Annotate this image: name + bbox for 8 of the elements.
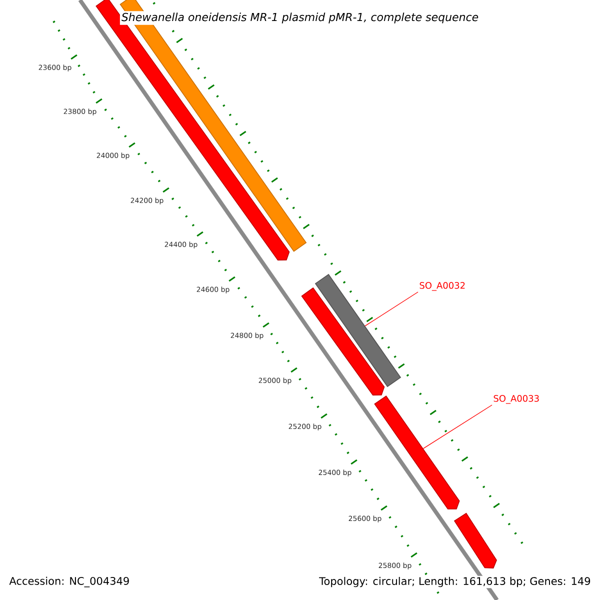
gene-segment: [454, 512, 497, 568]
accession-text: Accession: NC_004349: [8, 576, 131, 588]
leader-line: [364, 292, 418, 326]
gene-label: SO_A0033: [494, 395, 539, 404]
title: Shewanella oneidensis MR-1 plasmid pMR-1, complete sequence: [120, 11, 480, 25]
gene-label: SO_A0032: [420, 282, 465, 291]
summary-text: Topology: circular; Length: 161,613 bp; Genes: 149: [318, 576, 592, 588]
leader-line: [422, 404, 492, 449]
